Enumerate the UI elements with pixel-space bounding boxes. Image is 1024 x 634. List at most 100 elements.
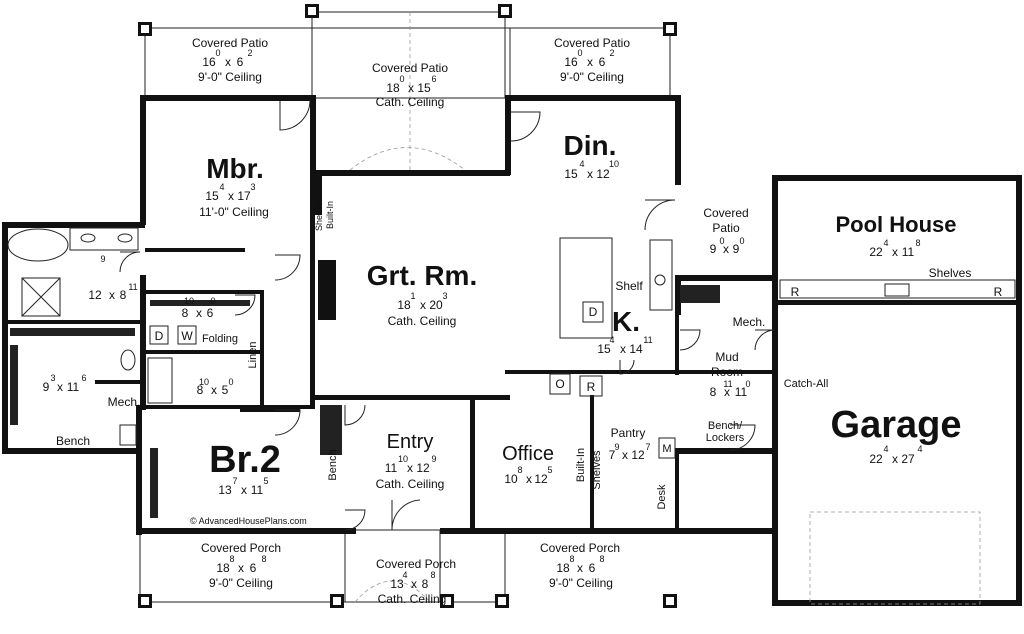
room-dim-sup: 4 — [883, 238, 888, 248]
room-closet-master: 3 6 9 x 11 Bench Mech. — [43, 373, 141, 448]
room-dim: 12 — [596, 167, 610, 181]
room-dim-sup: 9 — [614, 442, 619, 452]
room-name: Din. — [564, 130, 617, 161]
room-dim-sup: 4 — [219, 182, 224, 192]
room-dim: 5 — [222, 383, 229, 397]
bench-label: Bench — [56, 434, 90, 448]
room-dim-sup: 0 — [719, 236, 724, 246]
room-dim: 22 — [869, 245, 883, 259]
room-ceiling: Cath. Ceiling — [376, 95, 445, 109]
room-dim-x: x — [724, 385, 730, 399]
built-ins-great-room: Shelves Built-In — [314, 198, 335, 231]
room-name: Covered Porch — [201, 541, 281, 555]
linen-label: Linen — [247, 342, 259, 369]
room-patio-center: Covered Patio 0 6 18 x 15 Cath. Ceiling — [372, 61, 448, 109]
room-dim-sup: 8 — [599, 554, 604, 564]
room-dim: 15 — [597, 342, 611, 356]
room-dim-x: x — [196, 306, 202, 320]
room-garage: Garage 4 4 22 x 27 — [831, 404, 962, 466]
room-name: Entry — [387, 431, 434, 453]
room-dim: 17 — [237, 189, 251, 203]
room-dim-sup: 8 — [569, 554, 574, 564]
room-name: Covered Porch — [376, 557, 456, 571]
room-wic-master: 10 0 8 x 6 — [182, 296, 216, 320]
microwave-label: M — [662, 443, 671, 455]
room-dim-x: x — [526, 472, 532, 486]
room-dim-sup: 8 — [915, 238, 920, 248]
room-dim: 22 — [869, 452, 883, 466]
room-dim-x: x — [109, 288, 115, 302]
room-dim-x: x — [620, 342, 626, 356]
room-dim: 18 — [386, 81, 400, 95]
room-dim-sup: 11 — [128, 282, 137, 292]
room-dim-sup: 1 — [410, 291, 415, 301]
room-dim-x: x — [407, 461, 413, 475]
shelving — [10, 285, 720, 518]
room-dim: 11 — [67, 380, 80, 394]
room-dim-x: x — [577, 561, 583, 575]
bench-lockers-label: Bench/ — [708, 420, 743, 432]
room-dim-sup: 4 — [609, 335, 614, 345]
room-dim-sup: 10 — [398, 454, 408, 464]
room-dim-x: x — [622, 448, 628, 462]
room-name: Covered Porch — [540, 541, 620, 555]
room-dim: 27 — [901, 452, 915, 466]
room-porch-left: Covered Porch 8 8 18 x 6 9'-0" Ceiling — [201, 541, 281, 590]
room-dim-sup: 4 — [579, 159, 584, 169]
room-ceiling: 9'-0" Ceiling — [549, 576, 613, 590]
built-in-label: Built-In — [325, 201, 335, 229]
room-patio-left: Covered Patio 0 2 16 x 6 9'-0" Ceiling — [192, 36, 268, 84]
room-dim-sup: 0 — [228, 377, 233, 387]
room-br2: Br.2 7 5 13 x 11 © AdvancedHousePlans.co… — [190, 439, 307, 526]
room-name-2: Room — [711, 365, 743, 379]
room-dim-sup: 8 — [229, 554, 234, 564]
room-dim-sup: 0 — [210, 296, 215, 306]
room-dim-x: x — [238, 561, 244, 575]
room-dim: 9 — [710, 242, 717, 256]
room-ceiling: Cath. Ceiling — [378, 592, 447, 606]
dishwasher-label: D — [589, 305, 598, 319]
room-dim: 7 — [609, 448, 616, 462]
room-mech-mud: Mech. Mud Room 11 0 8 x 11 Catch-All Ben… — [706, 315, 829, 444]
room-dim: 15 — [564, 167, 578, 181]
room-dim-sup: 10 — [199, 377, 209, 387]
room-dim-x: x — [408, 81, 414, 95]
room-dim: 18 — [397, 298, 411, 312]
laundry: D W Folding Linen — [149, 325, 259, 369]
room-kitchen: Shelf D K. 4 11 15 x 14 O R — [549, 279, 653, 397]
room-entry: Entry 10 9 11 x 12 Cath. Ceiling Bench — [327, 431, 444, 491]
room-dim-sup: 7 — [232, 476, 237, 486]
room-name: Grt. Rm. — [367, 260, 477, 291]
room-dim-sup: 9 — [431, 454, 436, 464]
room-ceiling: 9'-0" Ceiling — [209, 576, 273, 590]
shelves-label: Shelves — [314, 198, 324, 231]
room-dim-x: x — [211, 383, 217, 397]
room-dim-sup: 7 — [645, 442, 650, 452]
room-dim: 11 — [385, 461, 398, 475]
room-dim-sup: 0 — [215, 48, 220, 58]
room-dim-x: x — [892, 452, 898, 466]
room-dim-sup: 0 — [739, 236, 744, 246]
room-dim-sup: 6 — [431, 74, 436, 84]
room-dim: 9 — [43, 380, 50, 394]
room-dim-sup: 3 — [250, 182, 255, 192]
room-ceiling: 9'-0" Ceiling — [198, 70, 262, 84]
room-dim: 10 — [504, 472, 518, 486]
room-name: Pantry — [611, 426, 646, 440]
room-dim: 8 — [197, 383, 204, 397]
room-dim-x: x — [587, 55, 593, 69]
room-dim: 6 — [237, 55, 244, 69]
room-pantry: Pantry 9 7 7 x 12 M Desk — [609, 426, 676, 510]
desk-label: Desk — [656, 484, 668, 510]
room-dim: 6 — [250, 561, 257, 575]
room-dim: 13 — [390, 577, 404, 591]
room-name: Covered Patio — [554, 36, 630, 50]
room-bath-2: 10 0 8 x 5 — [197, 377, 234, 397]
room-dim: 8 — [710, 385, 717, 399]
room-dim: 8 — [120, 288, 127, 302]
room-dim-x: x — [892, 245, 898, 259]
room-dim: 11 — [902, 245, 915, 259]
room-ceiling: Cath. Ceiling — [376, 477, 445, 491]
room-dim-x: x — [241, 483, 247, 497]
room-office: Office 8 5 10 x 12 Built-In Shelves — [502, 443, 603, 490]
